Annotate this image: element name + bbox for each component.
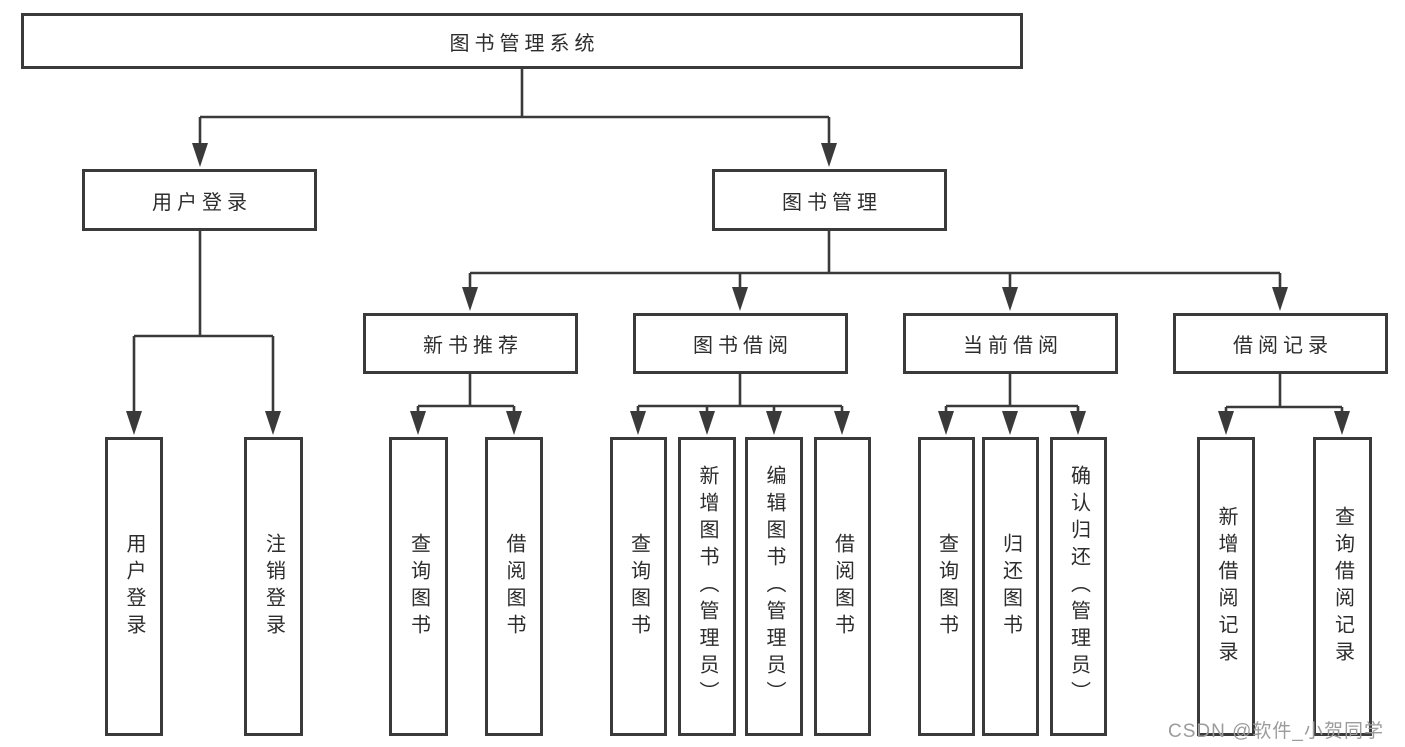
leaf-query-borrow-record: 查询借阅记录: [1313, 437, 1372, 736]
leaf-add-books-admin: 新增图书（管理员）: [678, 437, 736, 736]
node-new-book-recommend: 新书推荐: [363, 313, 578, 374]
leaf-query-books-borrowing: 查询图书: [610, 437, 667, 736]
arrowheads: [126, 143, 1350, 435]
leaf-query-books-current: 查询图书: [918, 437, 975, 736]
node-book-borrowing: 图书借阅: [633, 313, 848, 374]
node-user-login-branch: 用户登录: [82, 169, 317, 231]
node-book-management-branch: 图书管理: [712, 169, 947, 231]
leaf-edit-books-admin: 编辑图书（管理员）: [745, 437, 803, 736]
node-current-borrowing: 当前借阅: [903, 313, 1118, 374]
csdn-watermark: CSDN @软件_小贺同学: [1168, 721, 1384, 742]
leaf-confirm-return-admin: 确认归还（管理员）: [1050, 437, 1107, 736]
node-root-system: 图书管理系统: [21, 13, 1023, 69]
leaf-return-books: 归还图书: [982, 437, 1039, 736]
leaf-query-books-recommend: 查询图书: [389, 437, 448, 736]
node-borrow-records: 借阅记录: [1173, 313, 1388, 374]
leaf-borrow-books: 借阅图书: [814, 437, 871, 736]
leaf-add-borrow-record: 新增借阅记录: [1197, 437, 1255, 736]
leaf-borrow-books-recommend: 借阅图书: [485, 437, 543, 736]
leaf-logout: 注销登录: [244, 437, 303, 736]
leaf-user-login: 用户登录: [105, 437, 163, 736]
